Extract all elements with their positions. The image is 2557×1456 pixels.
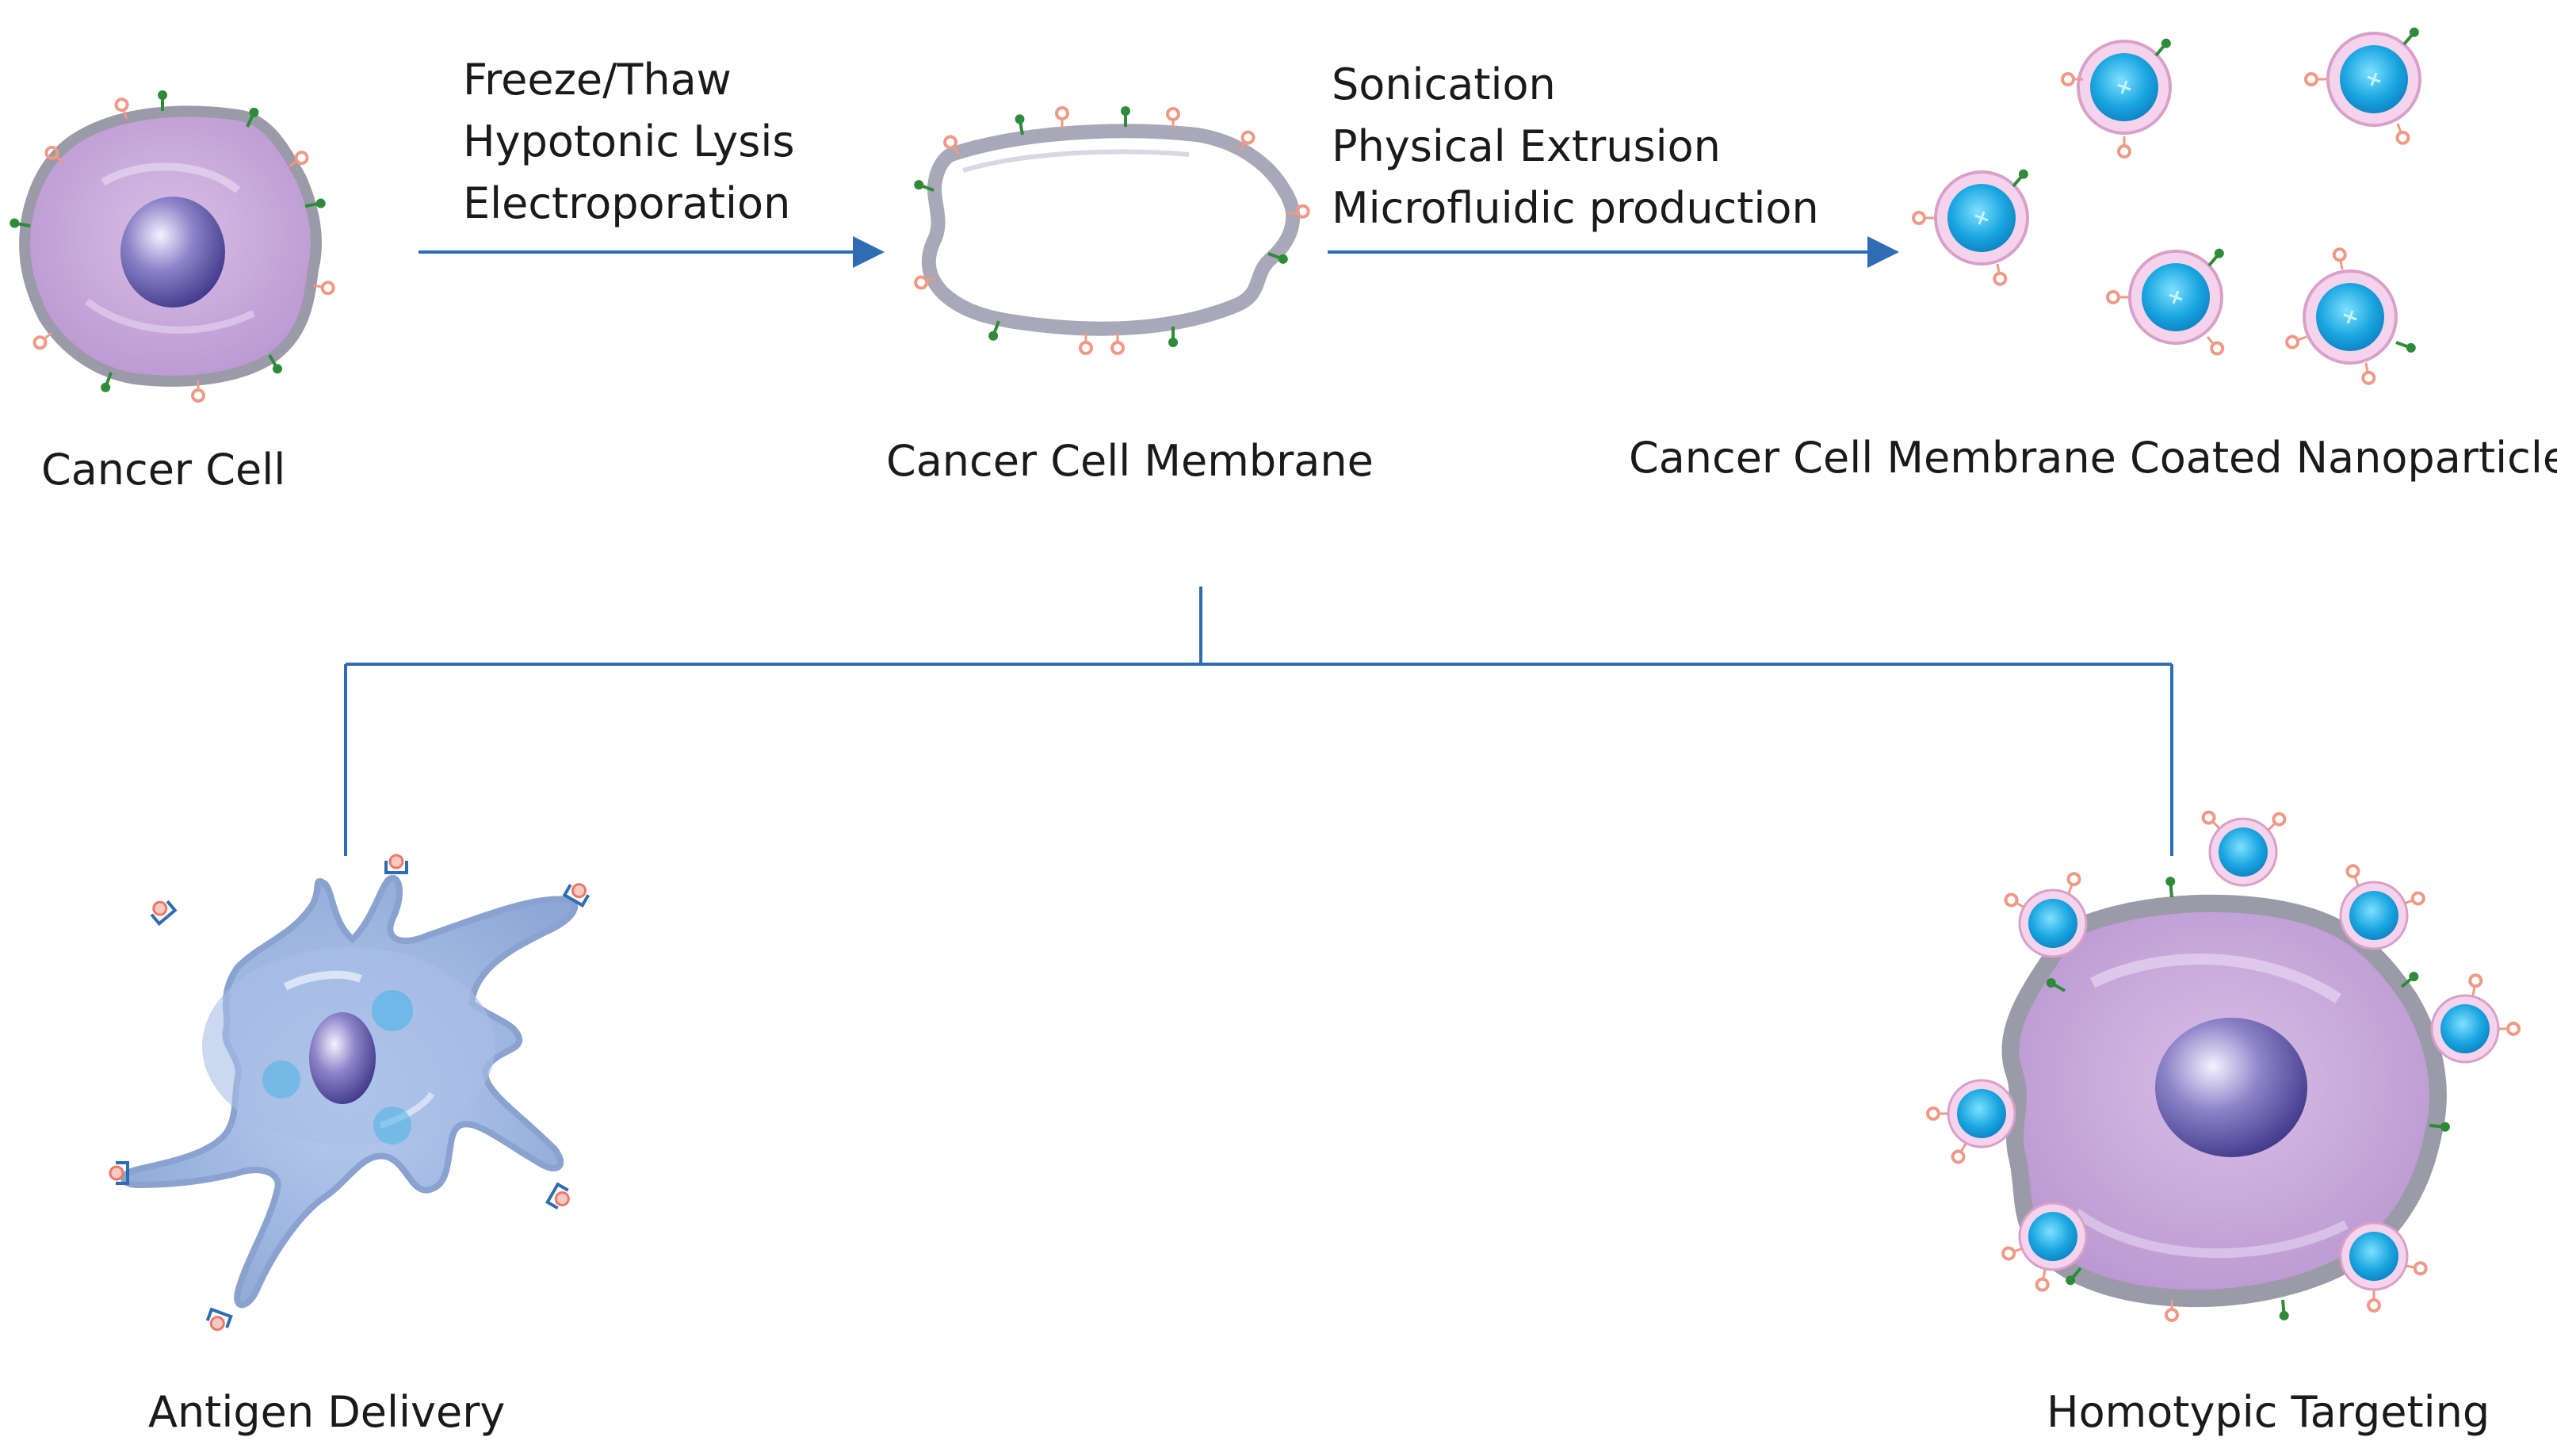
cancer-cell-icon xyxy=(7,89,336,403)
dendritic-nucleus-icon xyxy=(309,1012,376,1104)
step2-methods: Sonication Physical Extrusion Microfluid… xyxy=(1332,54,1819,239)
nucleus-icon xyxy=(120,197,225,308)
step2-method: Sonication xyxy=(1332,59,1556,109)
target-nucleus-icon xyxy=(2155,1018,2307,1157)
step1-method: Electroporation xyxy=(463,178,791,228)
nanoparticles-icon xyxy=(1912,24,2423,386)
homotypic-targeting-icon xyxy=(1926,810,2521,1323)
step2-method: Microfluidic production xyxy=(1332,183,1819,233)
step1-method: Freeze/Thaw xyxy=(463,55,732,105)
label-membrane: Cancer Cell Membrane xyxy=(886,436,1374,486)
label-nanoparticle: Cancer Cell Membrane Coated Nanoparticle xyxy=(1629,433,2557,483)
label-homotypic-targeting: Homotypic Targeting xyxy=(2047,1387,2490,1437)
membrane-icon xyxy=(911,105,1311,355)
step1-methods: Freeze/Thaw Hypotonic Lysis Electroporat… xyxy=(463,49,795,235)
branch-connector xyxy=(344,587,2173,856)
label-cancer-cell: Cancer Cell xyxy=(41,445,286,495)
dendritic-cell-icon xyxy=(109,854,593,1335)
step1-method: Hypotonic Lysis xyxy=(463,117,795,166)
step2-method: Physical Extrusion xyxy=(1332,121,1721,171)
label-antigen-delivery: Antigen Delivery xyxy=(148,1387,506,1437)
